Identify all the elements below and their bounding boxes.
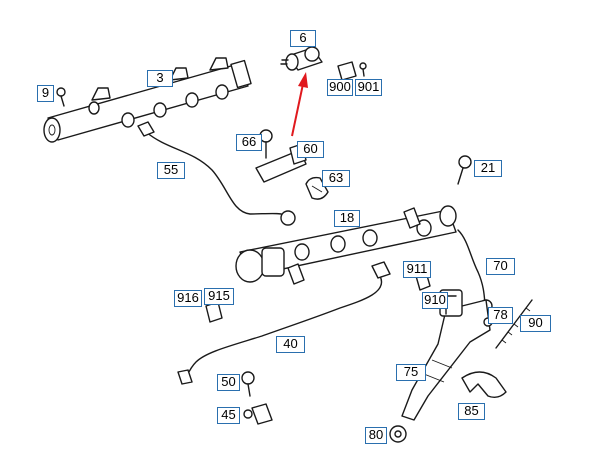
washer-80 <box>389 425 407 443</box>
lower-fuel-rail <box>235 205 457 285</box>
high-pressure-line-55 <box>137 121 296 226</box>
connector-900 <box>337 61 367 81</box>
callout-part-85[interactable]: 85 <box>458 403 485 420</box>
pressure-sensor <box>280 46 323 71</box>
callout-part-90[interactable]: 90 <box>520 315 551 332</box>
callout-part-911[interactable]: 911 <box>403 261 431 278</box>
callout-part-45[interactable]: 45 <box>217 407 240 424</box>
callout-part-78[interactable]: 78 <box>488 307 513 324</box>
injection-line-40 <box>177 261 391 385</box>
callout-part-70[interactable]: 70 <box>486 258 515 275</box>
callout-part-901[interactable]: 901 <box>355 79 382 96</box>
callout-part-63[interactable]: 63 <box>322 170 350 187</box>
callout-part-75[interactable]: 75 <box>396 364 426 381</box>
indicator-arrow <box>291 72 308 137</box>
callout-part-18[interactable]: 18 <box>334 210 360 227</box>
callout-part-50[interactable]: 50 <box>217 374 240 391</box>
nut-45 <box>243 403 273 425</box>
callout-part-40[interactable]: 40 <box>276 336 305 353</box>
callout-part-6[interactable]: 6 <box>290 30 316 47</box>
bolt-21 <box>457 155 472 185</box>
clamp-85 <box>461 371 507 399</box>
upper-fuel-rail <box>43 57 252 143</box>
callout-part-915[interactable]: 915 <box>204 288 234 305</box>
callout-part-55[interactable]: 55 <box>157 162 185 179</box>
callout-part-916[interactable]: 916 <box>174 290 202 307</box>
callout-part-21[interactable]: 21 <box>474 160 502 177</box>
callout-part-60[interactable]: 60 <box>297 141 324 158</box>
callout-part-3[interactable]: 3 <box>147 70 173 87</box>
bolt-50 <box>241 371 255 397</box>
screw-9 <box>56 87 66 107</box>
callout-part-66[interactable]: 66 <box>236 134 262 151</box>
callout-part-910[interactable]: 910 <box>422 292 448 309</box>
bolt-66 <box>259 129 273 159</box>
connector-915 <box>205 301 223 323</box>
callout-part-9[interactable]: 9 <box>37 85 54 102</box>
callout-part-900[interactable]: 900 <box>327 79 353 96</box>
callout-part-80[interactable]: 80 <box>365 427 387 444</box>
